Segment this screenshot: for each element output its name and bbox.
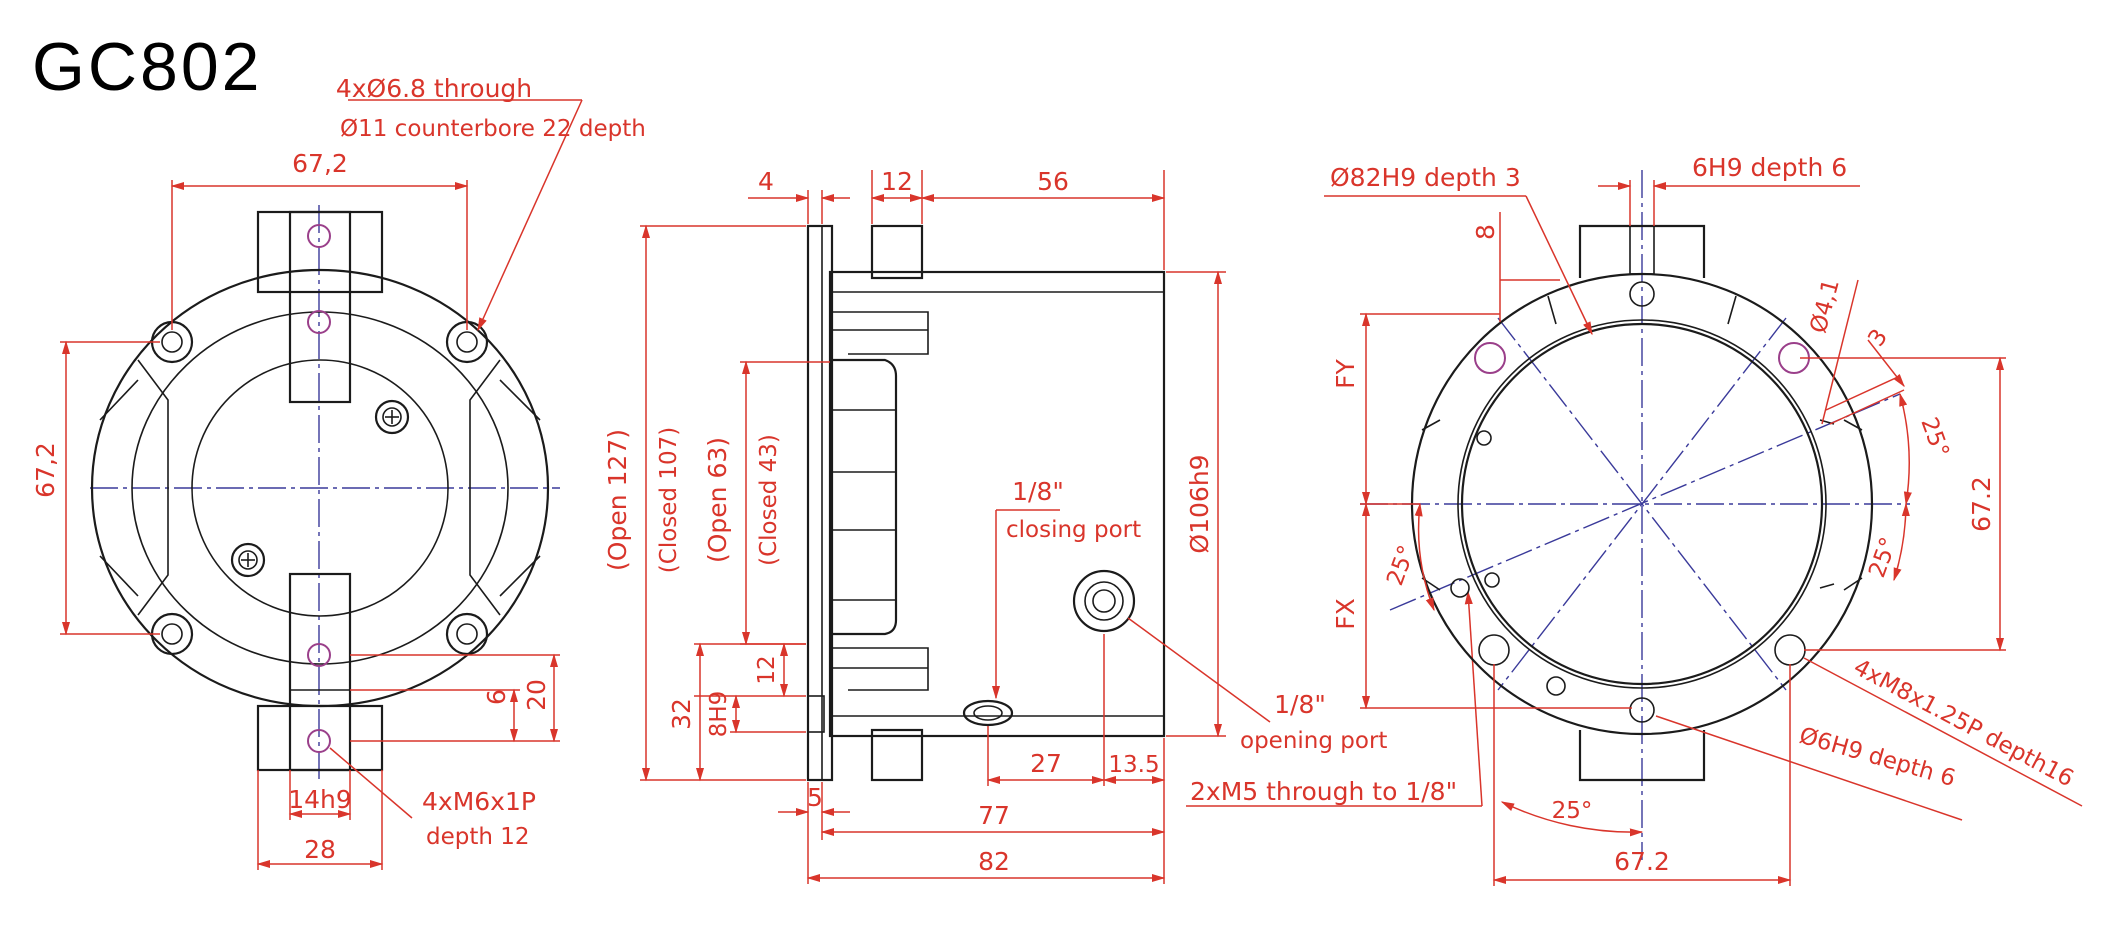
side-dim-32: 32 (667, 698, 696, 730)
side-closing-port (962, 699, 1014, 727)
back-fy-label: FY (1331, 358, 1360, 388)
front-thread-note-leader (329, 747, 413, 819)
back-bore-note-leader (1525, 195, 1593, 336)
back-right-slot (1843, 419, 1863, 591)
side-diameter-106: Ø106h9 (1185, 454, 1214, 553)
front-bottom-jaw-outer (256, 704, 384, 772)
front-left-flat (99, 379, 139, 597)
side-top-jaw-guide (832, 311, 929, 355)
front-piston-circle (191, 359, 449, 617)
back-dim-4-1-leader (1821, 279, 1859, 425)
back-m5-hole (1450, 578, 1470, 598)
side-top-jaw (870, 224, 924, 280)
front-dim-6: 6 (482, 689, 511, 705)
front-jaw-thread-hole (307, 224, 331, 248)
front-top-jaw (288, 210, 352, 404)
side-dim-77: 77 (978, 801, 1010, 830)
side-opening-port-label: opening port (1240, 728, 1387, 754)
front-width-28: 28 (304, 835, 336, 864)
side-bottom-jaw-guide (832, 647, 929, 691)
front-thread-note-line1: 4xM6x1P (422, 787, 536, 816)
side-view: 4 12 56 (Open 127) (Closed 107) (Open 63… (603, 167, 1483, 884)
front-jaw-thread-hole (307, 310, 331, 334)
side-closing-port-size: 1/8" (1012, 477, 1064, 506)
side-bottom-jaw (870, 728, 924, 782)
back-width-67-2: 67.2 (1614, 847, 1670, 876)
side-opening-port-size: 1/8" (1274, 690, 1326, 719)
side-dim-27: 27 (1030, 749, 1062, 778)
back-dim-8: 8 (1471, 224, 1500, 240)
front-width-dim: 67,2 (292, 149, 348, 178)
side-dim-13-5: 13.5 (1108, 752, 1159, 778)
side-dim-12-side: 12 (754, 655, 780, 684)
front-top-jaw-outer (256, 210, 384, 294)
back-pin-note: Ø6H9 depth 6 (1796, 723, 1958, 792)
side-dim-5: 5 (807, 783, 823, 812)
back-thread-note-leader (1803, 657, 2083, 807)
front-hole-note-leader (477, 99, 583, 332)
side-opening-port-leader (1127, 617, 1271, 723)
side-open-127: (Open 127) (603, 429, 632, 571)
front-left-groove (137, 359, 169, 616)
side-open-63: (Open 63) (703, 437, 732, 563)
back-left-slot (1421, 419, 1441, 591)
front-jaw-thread-hole (307, 643, 331, 667)
back-m5-hole (1546, 676, 1566, 696)
front-hole-note-line2: Ø11 counterbore 22 depth (340, 116, 646, 142)
side-closed-43: (Closed 43) (756, 434, 782, 566)
front-screw (230, 542, 266, 578)
back-angle-25-d: 25° (1552, 798, 1593, 824)
front-screw (374, 399, 410, 435)
back-pin-note-leader (1655, 715, 1963, 821)
front-hole-note-line1: 4xØ6.8 through (336, 74, 532, 103)
back-angle-25-a: 25° (1915, 414, 1953, 461)
side-m5-note-leader (1464, 590, 1483, 807)
back-dim-4-1: Ø4,1 (1806, 276, 1845, 336)
side-dim-12-top: 12 (881, 167, 913, 196)
back-pin-hole (1629, 281, 1655, 307)
side-closed-107: (Closed 107) (656, 427, 682, 573)
front-body-inner-ring (131, 311, 509, 665)
back-dim-3: 3 (1863, 325, 1893, 352)
front-thread-note-line2: depth 12 (426, 824, 530, 850)
side-piston-profile (832, 358, 898, 636)
side-dim-82: 82 (978, 847, 1010, 876)
front-slot-dim: 14h9 (288, 785, 352, 814)
front-view: 67,2 67,2 4xØ6.8 through Ø11 counterbore… (31, 74, 646, 870)
drawing-title: GC802 (32, 29, 262, 105)
back-angle-25-c: 25° (1382, 542, 1420, 589)
back-thread-hole (1474, 342, 1506, 374)
side-flange (806, 224, 834, 782)
back-keyway-note: 6H9 depth 6 (1692, 153, 1847, 182)
side-closing-port-label: closing port (1006, 517, 1141, 543)
back-bore-note: Ø82H9 depth 3 (1330, 163, 1521, 192)
back-bore-circle (1460, 322, 1824, 686)
back-thread-hole (1774, 634, 1806, 666)
back-bottom-boss (1578, 730, 1706, 782)
side-dim-56: 56 (1037, 167, 1069, 196)
side-m5-note: 2xM5 through to 1/8" (1190, 777, 1457, 806)
back-fx-label: FX (1331, 598, 1360, 630)
side-8h9: 8H9 (706, 691, 732, 738)
front-bottom-jaw (288, 572, 352, 772)
back-thread-hole (1478, 634, 1510, 666)
back-pin-hole (1629, 697, 1655, 723)
front-jaw-thread-hole (307, 729, 331, 753)
front-height-dim: 67,2 (31, 442, 60, 498)
back-height-67-2: 67.2 (1967, 476, 1996, 532)
side-opening-port (1072, 569, 1136, 633)
front-right-flat (499, 379, 541, 597)
front-dim-20: 20 (522, 679, 551, 711)
back-angled-centerline (1389, 393, 1901, 611)
side-dim-4: 4 (758, 167, 774, 196)
front-right-groove (469, 359, 501, 616)
side-main-body (828, 270, 1166, 738)
